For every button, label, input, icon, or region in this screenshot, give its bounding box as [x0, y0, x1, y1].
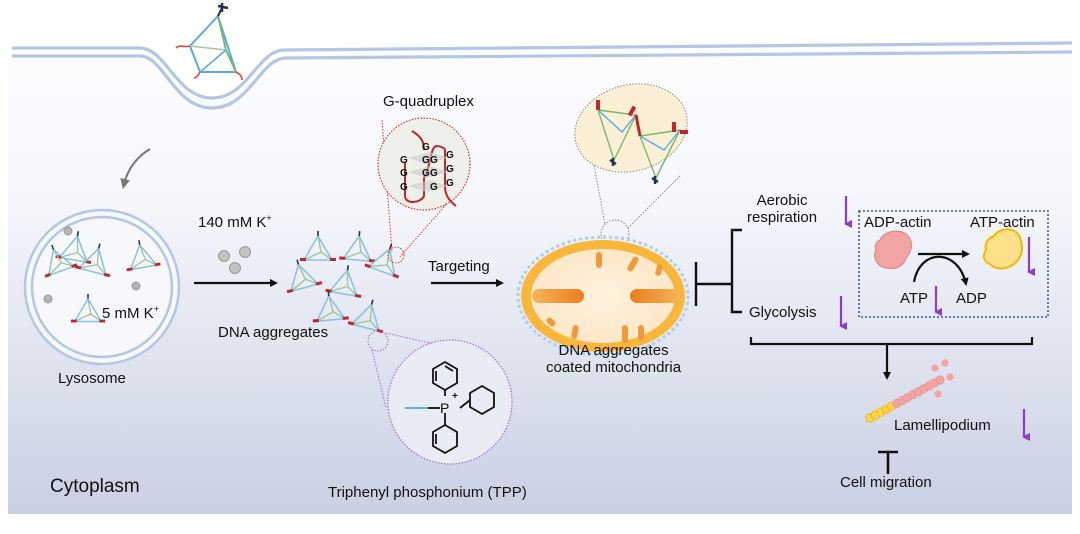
g-quadruplex-inset	[377, 117, 471, 211]
free-actin-monomer	[941, 359, 949, 367]
lysosome	[23, 208, 181, 366]
cell-membrane	[12, 41, 1073, 110]
lysosome-k-sup: +	[153, 304, 159, 314]
guanine-base: G	[422, 168, 430, 179]
tpp-inset	[387, 339, 513, 465]
tpp-zoom-lines	[367, 330, 471, 409]
g-quadruplex-label: G-quadruplex	[383, 93, 474, 110]
dna-tetrahedron	[126, 240, 161, 272]
dna-tetrahedron-entering	[175, 3, 243, 81]
cytosol-k-label: 140 mM K+	[198, 213, 272, 231]
guanine-base: G	[446, 150, 454, 161]
decrease-arrows	[839, 196, 1035, 441]
guanine-base: G	[446, 178, 454, 189]
dna-tetrahedron	[339, 231, 376, 263]
lysosome-k-text: 5 mM K	[102, 305, 154, 322]
coated-mito-line1: DNA aggregates	[558, 342, 669, 359]
tpp-charge: +	[452, 391, 458, 402]
guanine-base: G	[446, 164, 454, 175]
adp-actin-blob	[874, 230, 913, 270]
free-actin-monomer	[928, 379, 936, 387]
atp-actin-label: ATP-actin	[970, 214, 1035, 231]
guanine-base: G	[430, 168, 438, 179]
lysosome-k-label: 5 mM K+	[102, 304, 159, 322]
dna-aggregates-network	[286, 231, 400, 334]
lysosome-k-ions	[43, 226, 141, 304]
actin-cycle-box	[858, 210, 1049, 318]
tpp-label: Triphenyl phosphonium (TPP)	[328, 484, 527, 501]
coated-mito-line2: coated mitochondria	[546, 359, 682, 377]
cell-migration-label: Cell migration	[840, 474, 932, 491]
atp-to-adp-arrow	[912, 255, 969, 286]
dna-aggregates-label: DNA aggregates	[218, 324, 329, 341]
tpp-phosphorus: P	[440, 400, 450, 416]
free-actin-monomer	[946, 373, 954, 381]
atp-label: ATP	[900, 290, 929, 307]
metabolism-merge-bracket	[749, 337, 1034, 380]
mito-surface-inset	[574, 83, 688, 184]
cytosol-k-sup: +	[266, 213, 272, 223]
aerobic-respiration-label: Aerobic respiration	[747, 192, 817, 227]
aerobic-line1: Aerobic	[756, 192, 808, 209]
dna-tetrahedron	[44, 244, 78, 278]
dna-tetrahedron	[300, 231, 336, 261]
dna-tetrahedron	[55, 231, 92, 264]
guanine-base: G	[430, 155, 438, 166]
coated-mito-label: DNA aggregates coated mitochondria	[546, 342, 681, 377]
guanine-base: G	[430, 182, 438, 193]
mitochondrion	[516, 235, 690, 357]
endocytosis-arrow	[120, 148, 151, 189]
glycolysis-label: Glycolysis	[749, 304, 817, 321]
adp-actin-monomer	[935, 375, 945, 385]
guanine-base: G	[400, 182, 408, 193]
mito-inhibition-bracket	[694, 228, 742, 314]
cytosol-k-ions	[218, 246, 251, 274]
aerobic-line2: respiration	[747, 209, 818, 227]
free-actin-monomer	[934, 390, 942, 398]
free-actin-monomer	[931, 364, 939, 372]
targeting-label: Targeting	[428, 258, 490, 275]
lamellipodium-filament	[865, 359, 954, 423]
cell-migration-inhibition	[878, 450, 898, 474]
dna-tetrahedron	[70, 293, 106, 323]
guanine-base: G	[400, 155, 408, 166]
dna-tetrahedron	[286, 259, 323, 294]
guanine-base: G	[422, 155, 430, 166]
adp-label: ADP	[956, 290, 987, 307]
lysosome-dna-tetrahedra	[44, 231, 161, 323]
atp-actin-blob	[982, 228, 1023, 270]
cytoplasm-label: Cytoplasm	[50, 476, 140, 497]
dna-tetrahedron	[312, 291, 349, 323]
lamellipodium-label: Lamellipodium	[894, 417, 991, 434]
guanine-base: G	[400, 168, 408, 179]
lysosome-label: Lysosome	[58, 370, 126, 387]
adp-actin-label: ADP-actin	[864, 214, 932, 231]
cytosol-k-text: 140 mM K	[198, 214, 267, 231]
guanine-base: G	[422, 142, 430, 153]
dna-tetrahedron	[325, 265, 362, 298]
